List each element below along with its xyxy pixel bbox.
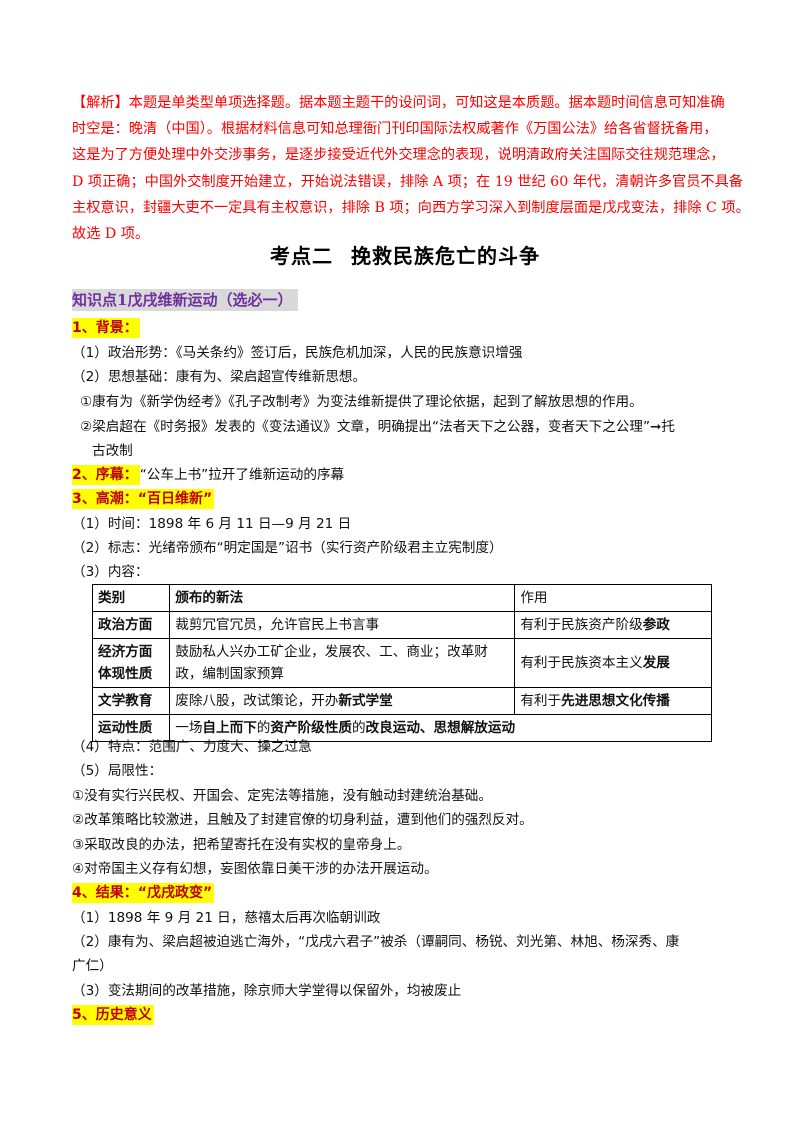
table-header-cell: 类别 xyxy=(91,584,171,612)
limitation-item: ②改革策略比较激进，且触及了封建官僚的切身利益，遭到他们的强烈反对。 xyxy=(72,812,533,828)
result-item-cont: 广仁） xyxy=(72,958,113,974)
analysis-line: 时空是：晚清（中国）。根据材料信息可知总理衙门刊印国际法权威著作《万国公法》给各… xyxy=(72,121,718,138)
table-cell-role: 有利于先进思想文化传播 xyxy=(514,687,712,715)
result-item: （1）1898 年 9 月 21 日，慈禧太后再次临朝训政 xyxy=(72,910,381,926)
table-header-cell: 颁布的新法 xyxy=(169,584,516,612)
table-cell-law: 裁剪冗官冗员，允许官民上书言事 xyxy=(169,611,516,639)
result-item: （3）变法期间的改革措施，除京师大学堂得以保留外，均被废止 xyxy=(72,983,462,999)
analysis-line: D 项正确；中国外交制度开始建立，开始说法错误，排除 A 项；在 19 世纪 6… xyxy=(72,173,743,190)
table-row: 政治方面 裁剪冗官冗员，允许官民上书言事 有利于民族资产阶级参政 xyxy=(91,611,712,639)
table-cell-law: 废除八股，改试策论，开办新式学堂 xyxy=(169,687,516,715)
section-climax-title: 3、高潮：“百日维新” xyxy=(72,489,215,509)
table-header-cell: 作用 xyxy=(514,584,712,612)
table-cell-role: 有利于民族资产阶级参政 xyxy=(514,611,712,639)
table-header-row: 类别 颁布的新法 作用 xyxy=(91,584,712,612)
political-situation: （1）政治形势：《马关条约》签订后，民族危机加深，人民的民族意识增强 xyxy=(72,345,523,361)
section-prelude: 2、序幕：“公车上书”拉开了维新运动的序幕 xyxy=(72,465,344,485)
kang-youwei-item: ①康有为《新学伪经考》《孔子改制考》为变法维新提供了理论依据，起到了解放思想的作… xyxy=(80,394,643,410)
climax-symbol: （2）标志：光绪帝颁布“明定国是”诏书（实行资产阶级君主立宪制度） xyxy=(72,540,503,556)
analysis-paragraph: 【解析】本题是单类型单项选择题。据本题主题干的设问词，可知这是本质题。据本题时间… xyxy=(72,90,750,247)
table-row: 经济方面体现性质 鼓励私人兴办工矿企业，发展农、工、商业；改革财政，编制国家预算… xyxy=(91,638,712,688)
result-item: （2）康有为、梁启超被迫逃亡海外，“戊戌六君子”被杀（谭嗣同、杨锐、刘光第、林旭… xyxy=(72,934,680,950)
table-cell-category: 运动性质 xyxy=(91,714,171,742)
limitation-item: ③采取改良的办法，把希望寄托在没有实权的皇帝身上。 xyxy=(72,837,411,853)
table-cell-role: 有利于民族资本主义发展 xyxy=(514,638,712,688)
section-heading: 考点二挽救民族危亡的斗争 xyxy=(270,244,540,268)
reform-features: （4）特点：范围广、力度大、操之过急 xyxy=(72,739,312,755)
reform-table: 类别 颁布的新法 作用 政治方面 裁剪冗官冗员，允许官民上书言事 有利于民族资产… xyxy=(91,584,712,742)
analysis-line: 【解析】本题是单类型单项选择题。据本题主题干的设问词，可知这是本质题。据本题时间… xyxy=(72,95,725,111)
limitations-label: （5）局限性： xyxy=(72,763,163,779)
analysis-line: 主权意识，封疆大吏不一定具有主权意识，排除 B 项；向西方学习深入到制度层面是戊… xyxy=(72,199,750,216)
analysis-line: 这是为了方便处理中外交涉事务，是逐步接受近代外交理念的表现，说明清政府关注国际交… xyxy=(72,147,725,164)
limitation-item: ①没有实行兴民权、开国会、定宪法等措施，没有触动封建统治基础。 xyxy=(72,788,492,804)
section-significance-title: 5、历史意义 xyxy=(72,1005,154,1025)
table-cell-category: 经济方面体现性质 xyxy=(91,638,171,688)
section-prelude-title: 2、序幕： xyxy=(72,465,140,485)
liang-qichao-item: ②梁启超在《时务报》发表的《变法通议》文章，明确提出“法者天下之公器，变者天下之… xyxy=(80,419,676,435)
analysis-line: 故选 D 项。 xyxy=(72,226,150,243)
table-cell-law: 鼓励私人兴办工矿企业，发展农、工、商业；改革财政，编制国家预算 xyxy=(169,638,516,688)
section-result-title: 4、结果：“戊戌政变” xyxy=(72,883,215,903)
climax-content-label: （3）内容： xyxy=(72,564,149,580)
analysis-label: 【解析】 xyxy=(72,95,129,111)
table-cell-category: 政治方面 xyxy=(91,611,171,639)
table-row: 文学教育 废除八股，改试策论，开办新式学堂 有利于先进思想文化传播 xyxy=(91,687,712,715)
limitation-item: ④对帝国主义存有幻想，妄图依靠日美干涉的办法开展运动。 xyxy=(72,861,438,877)
ideological-basis: （2）思想基础：康有为、梁启超宣传维新思想。 xyxy=(72,369,367,385)
knowledge-point-title: 知识点1戊戌维新运动（选必一） xyxy=(72,289,299,311)
table-row: 运动性质 一场自上而下的资产阶级性质的改良运动、思想解放运动 xyxy=(91,714,712,742)
table-cell-nature: 一场自上而下的资产阶级性质的改良运动、思想解放运动 xyxy=(169,714,712,742)
section-background-title: 1、背景： xyxy=(72,318,140,338)
climax-time: （1）时间：1898 年 6 月 11 日—9 月 21 日 xyxy=(72,516,352,532)
liang-qichao-item-cont: 古改制 xyxy=(92,443,133,459)
prelude-text: “公车上书”拉开了维新运动的序幕 xyxy=(139,467,345,483)
table-cell-category: 文学教育 xyxy=(91,687,171,715)
